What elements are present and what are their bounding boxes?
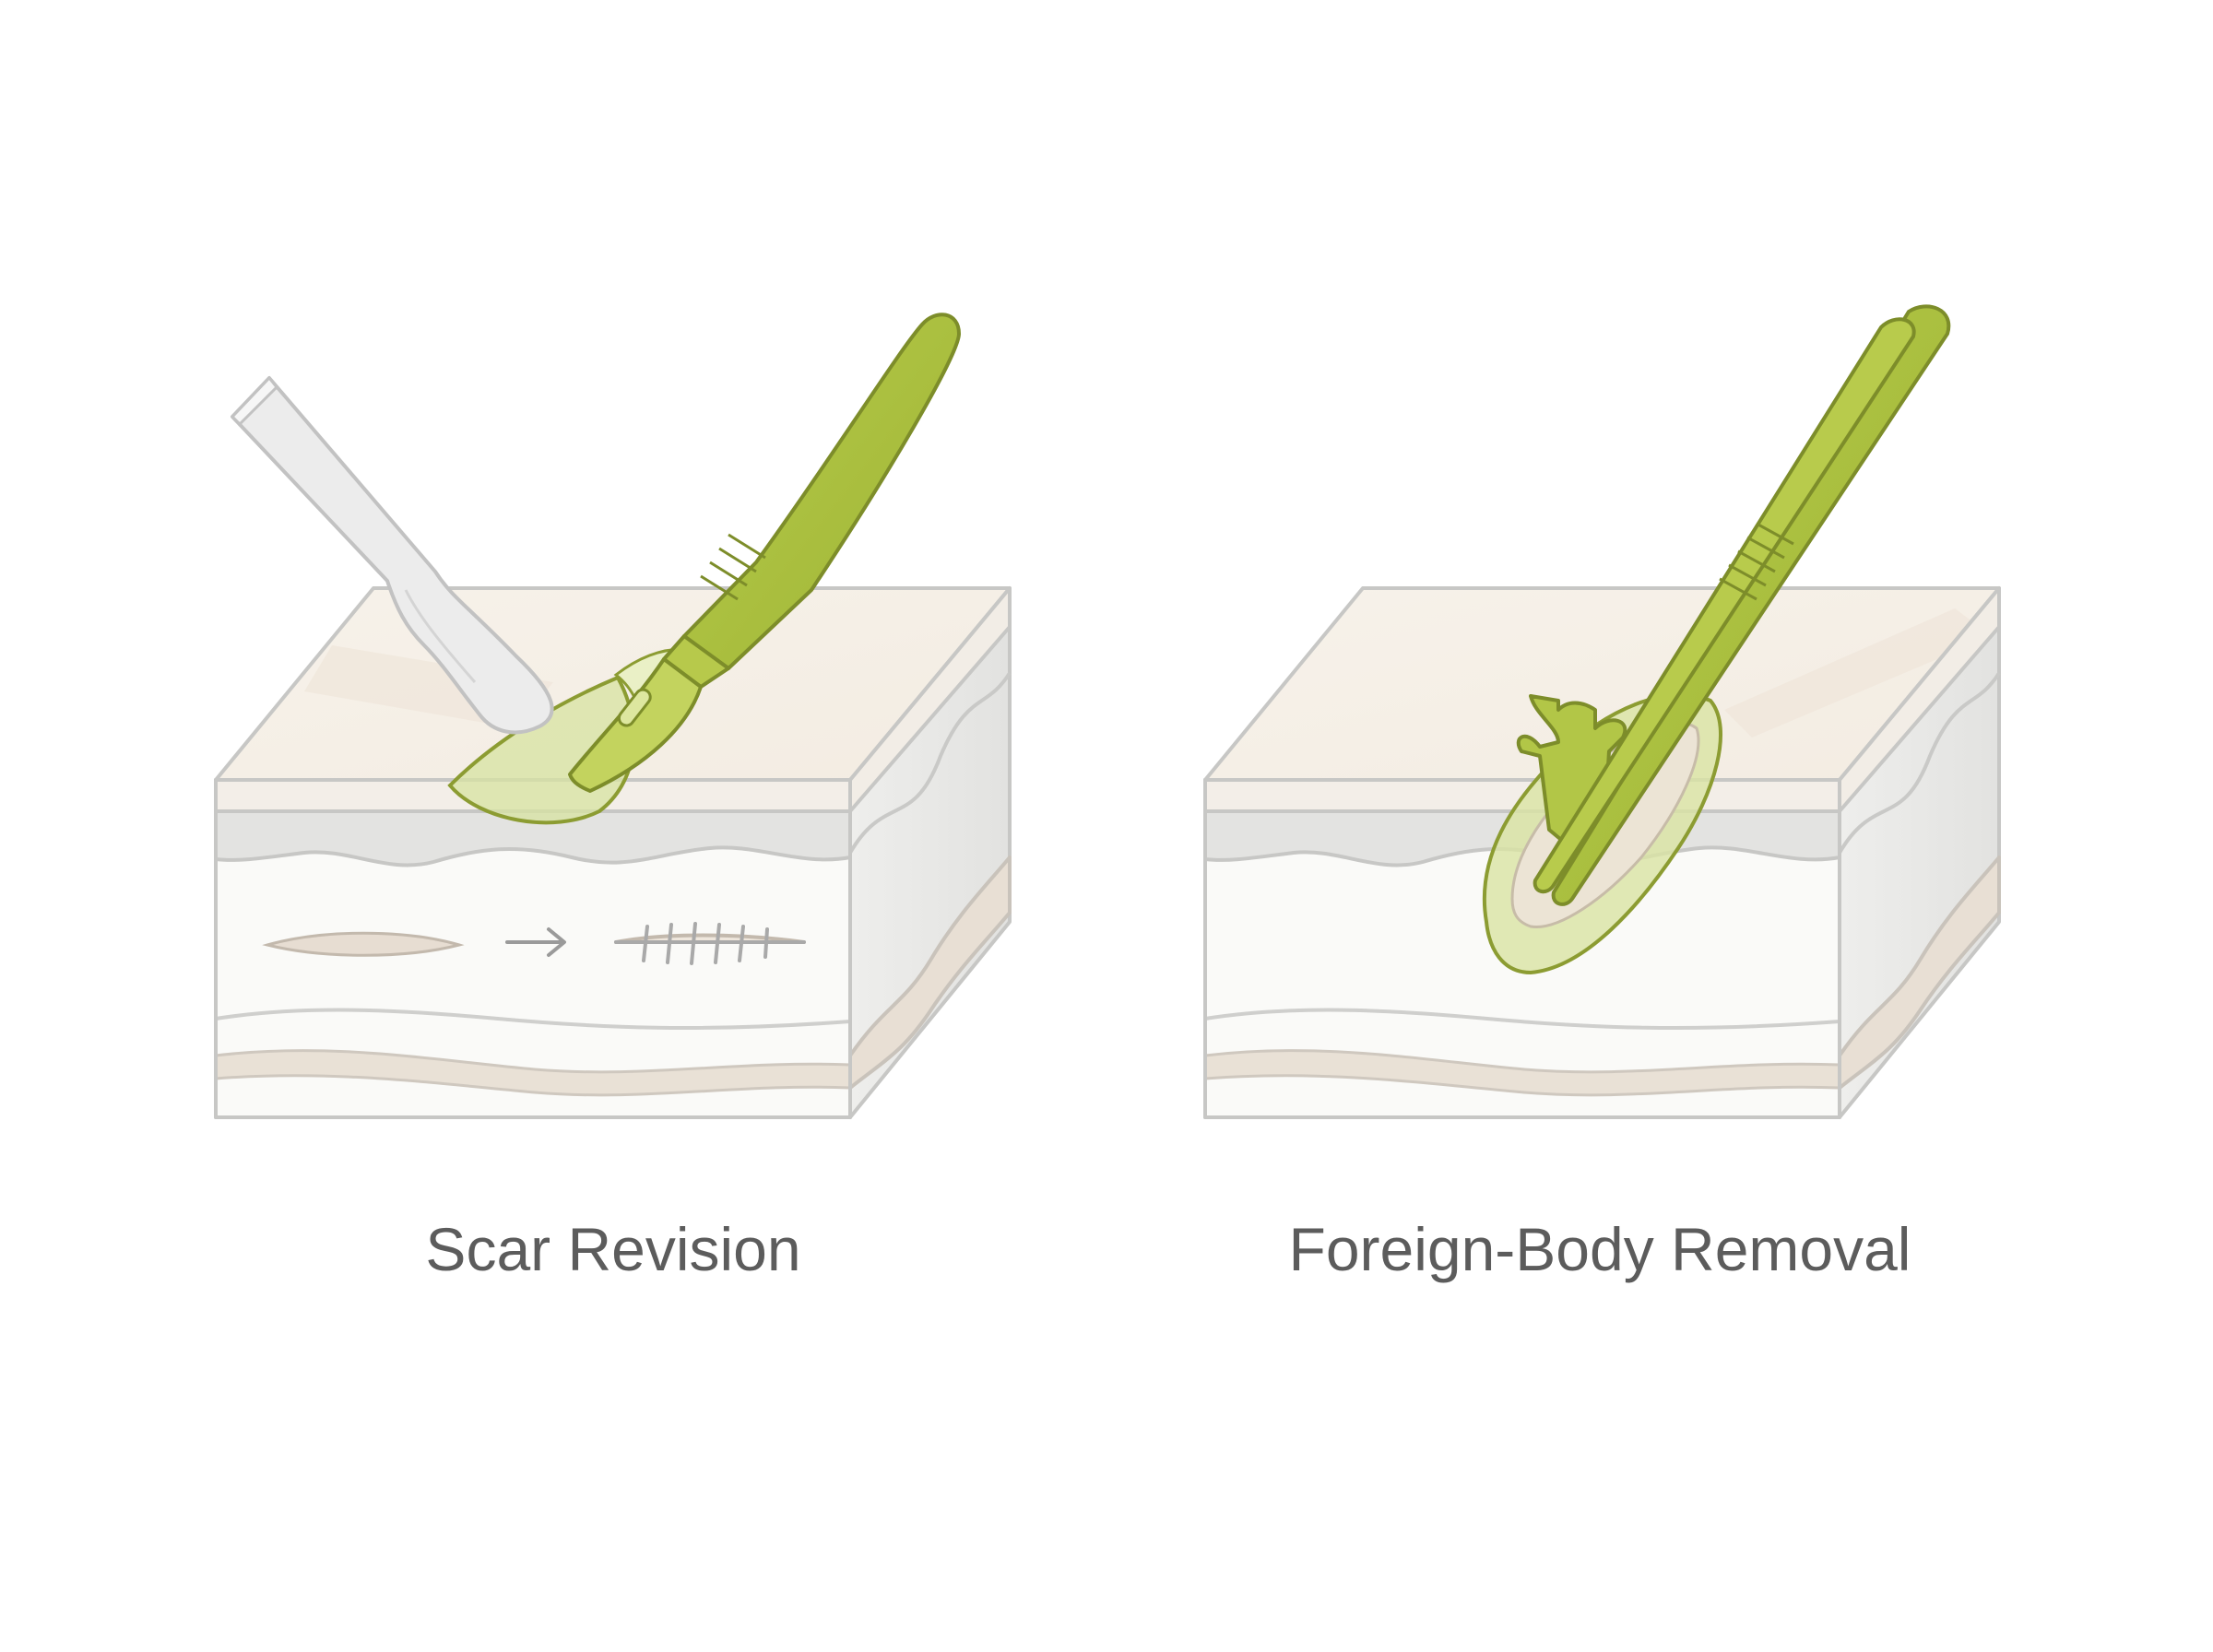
subcutis-wave	[215, 1008, 851, 1031]
side-dermis-wave	[848, 671, 1012, 855]
forceps-icon	[1533, 304, 1951, 906]
skin-block-left	[214, 586, 1012, 1119]
scar-revision-label: Scar Revision	[425, 1215, 801, 1283]
dermis-layer	[214, 809, 852, 867]
spatula-icon	[230, 375, 554, 735]
foreign-body-removal-panel	[1203, 304, 2001, 1119]
arrow-right-icon	[505, 927, 566, 957]
scalpel-icon	[568, 313, 961, 793]
side-deep-band	[848, 856, 1012, 1090]
scar-lesion-icon	[262, 931, 465, 957]
side-deep-band	[1838, 856, 2001, 1090]
side-dermis-wave	[1838, 671, 2001, 855]
foreign-body-removal-label: Foreign-Body Removal	[1288, 1215, 1911, 1283]
surface-sheen	[1724, 608, 1992, 738]
suture-icon	[614, 922, 806, 965]
scar-revision-sequence	[262, 922, 806, 965]
subcutis-wave	[1204, 1008, 1840, 1031]
scar-revision-panel	[214, 313, 1012, 1119]
